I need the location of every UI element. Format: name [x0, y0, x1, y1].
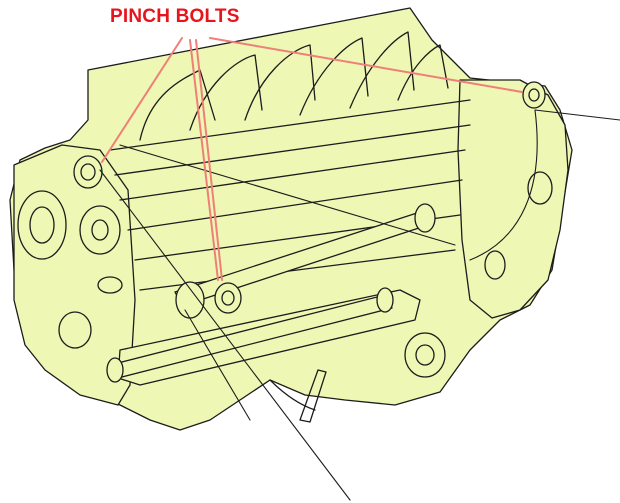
leader-to-center-bolt-b: [195, 39, 223, 281]
front-boss-upper: [79, 205, 121, 255]
front-boss-lower: [58, 311, 92, 349]
selector-lever: [299, 369, 327, 423]
part-leader-lines: [99, 109, 620, 501]
right-end-cover: [457, 79, 569, 319]
pinch-bolts-label: PINCH BOLTS: [110, 6, 240, 27]
leader-to-top-right-bolt: [209, 37, 523, 93]
rear-boss: [404, 332, 446, 378]
leader-to-top-left-bolt: [101, 37, 183, 163]
engine-block-body: [9, 7, 620, 501]
pinch-bolt-top-left: [73, 155, 103, 189]
leader-to-center-bolt-a: [189, 39, 219, 281]
pinch-bolt-top-right: [522, 81, 546, 109]
pinch-bolt-center: [214, 282, 242, 314]
pinch-bolt-leader-lines: [101, 37, 523, 281]
bearing-bore: [17, 190, 67, 260]
